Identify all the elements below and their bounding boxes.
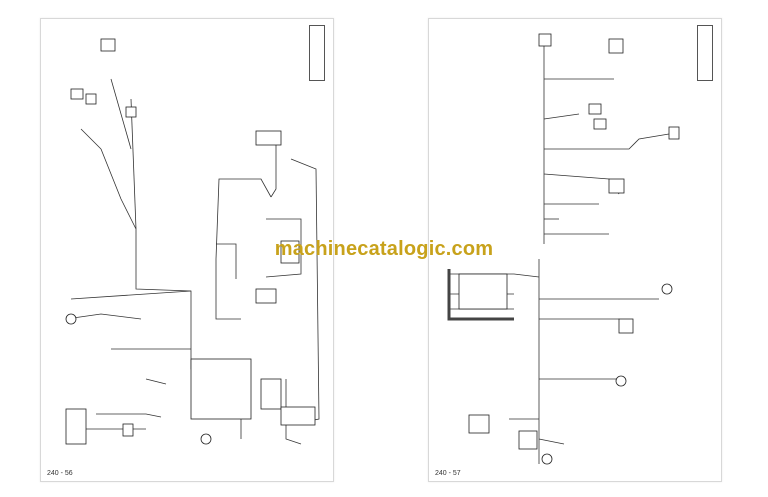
page-number: 240 - 57 (435, 470, 461, 477)
title-block (697, 25, 713, 81)
diagram-page-right: 240 - 57 (428, 18, 722, 482)
watermark: machinecatalogic.com (274, 238, 494, 260)
wiring-diagram-left (65, 38, 320, 445)
diagram-page-left: 240 - 56 (40, 18, 334, 482)
title-block (309, 25, 325, 81)
wiring-diagram-right (447, 33, 680, 465)
page-number: 240 - 56 (47, 470, 73, 477)
